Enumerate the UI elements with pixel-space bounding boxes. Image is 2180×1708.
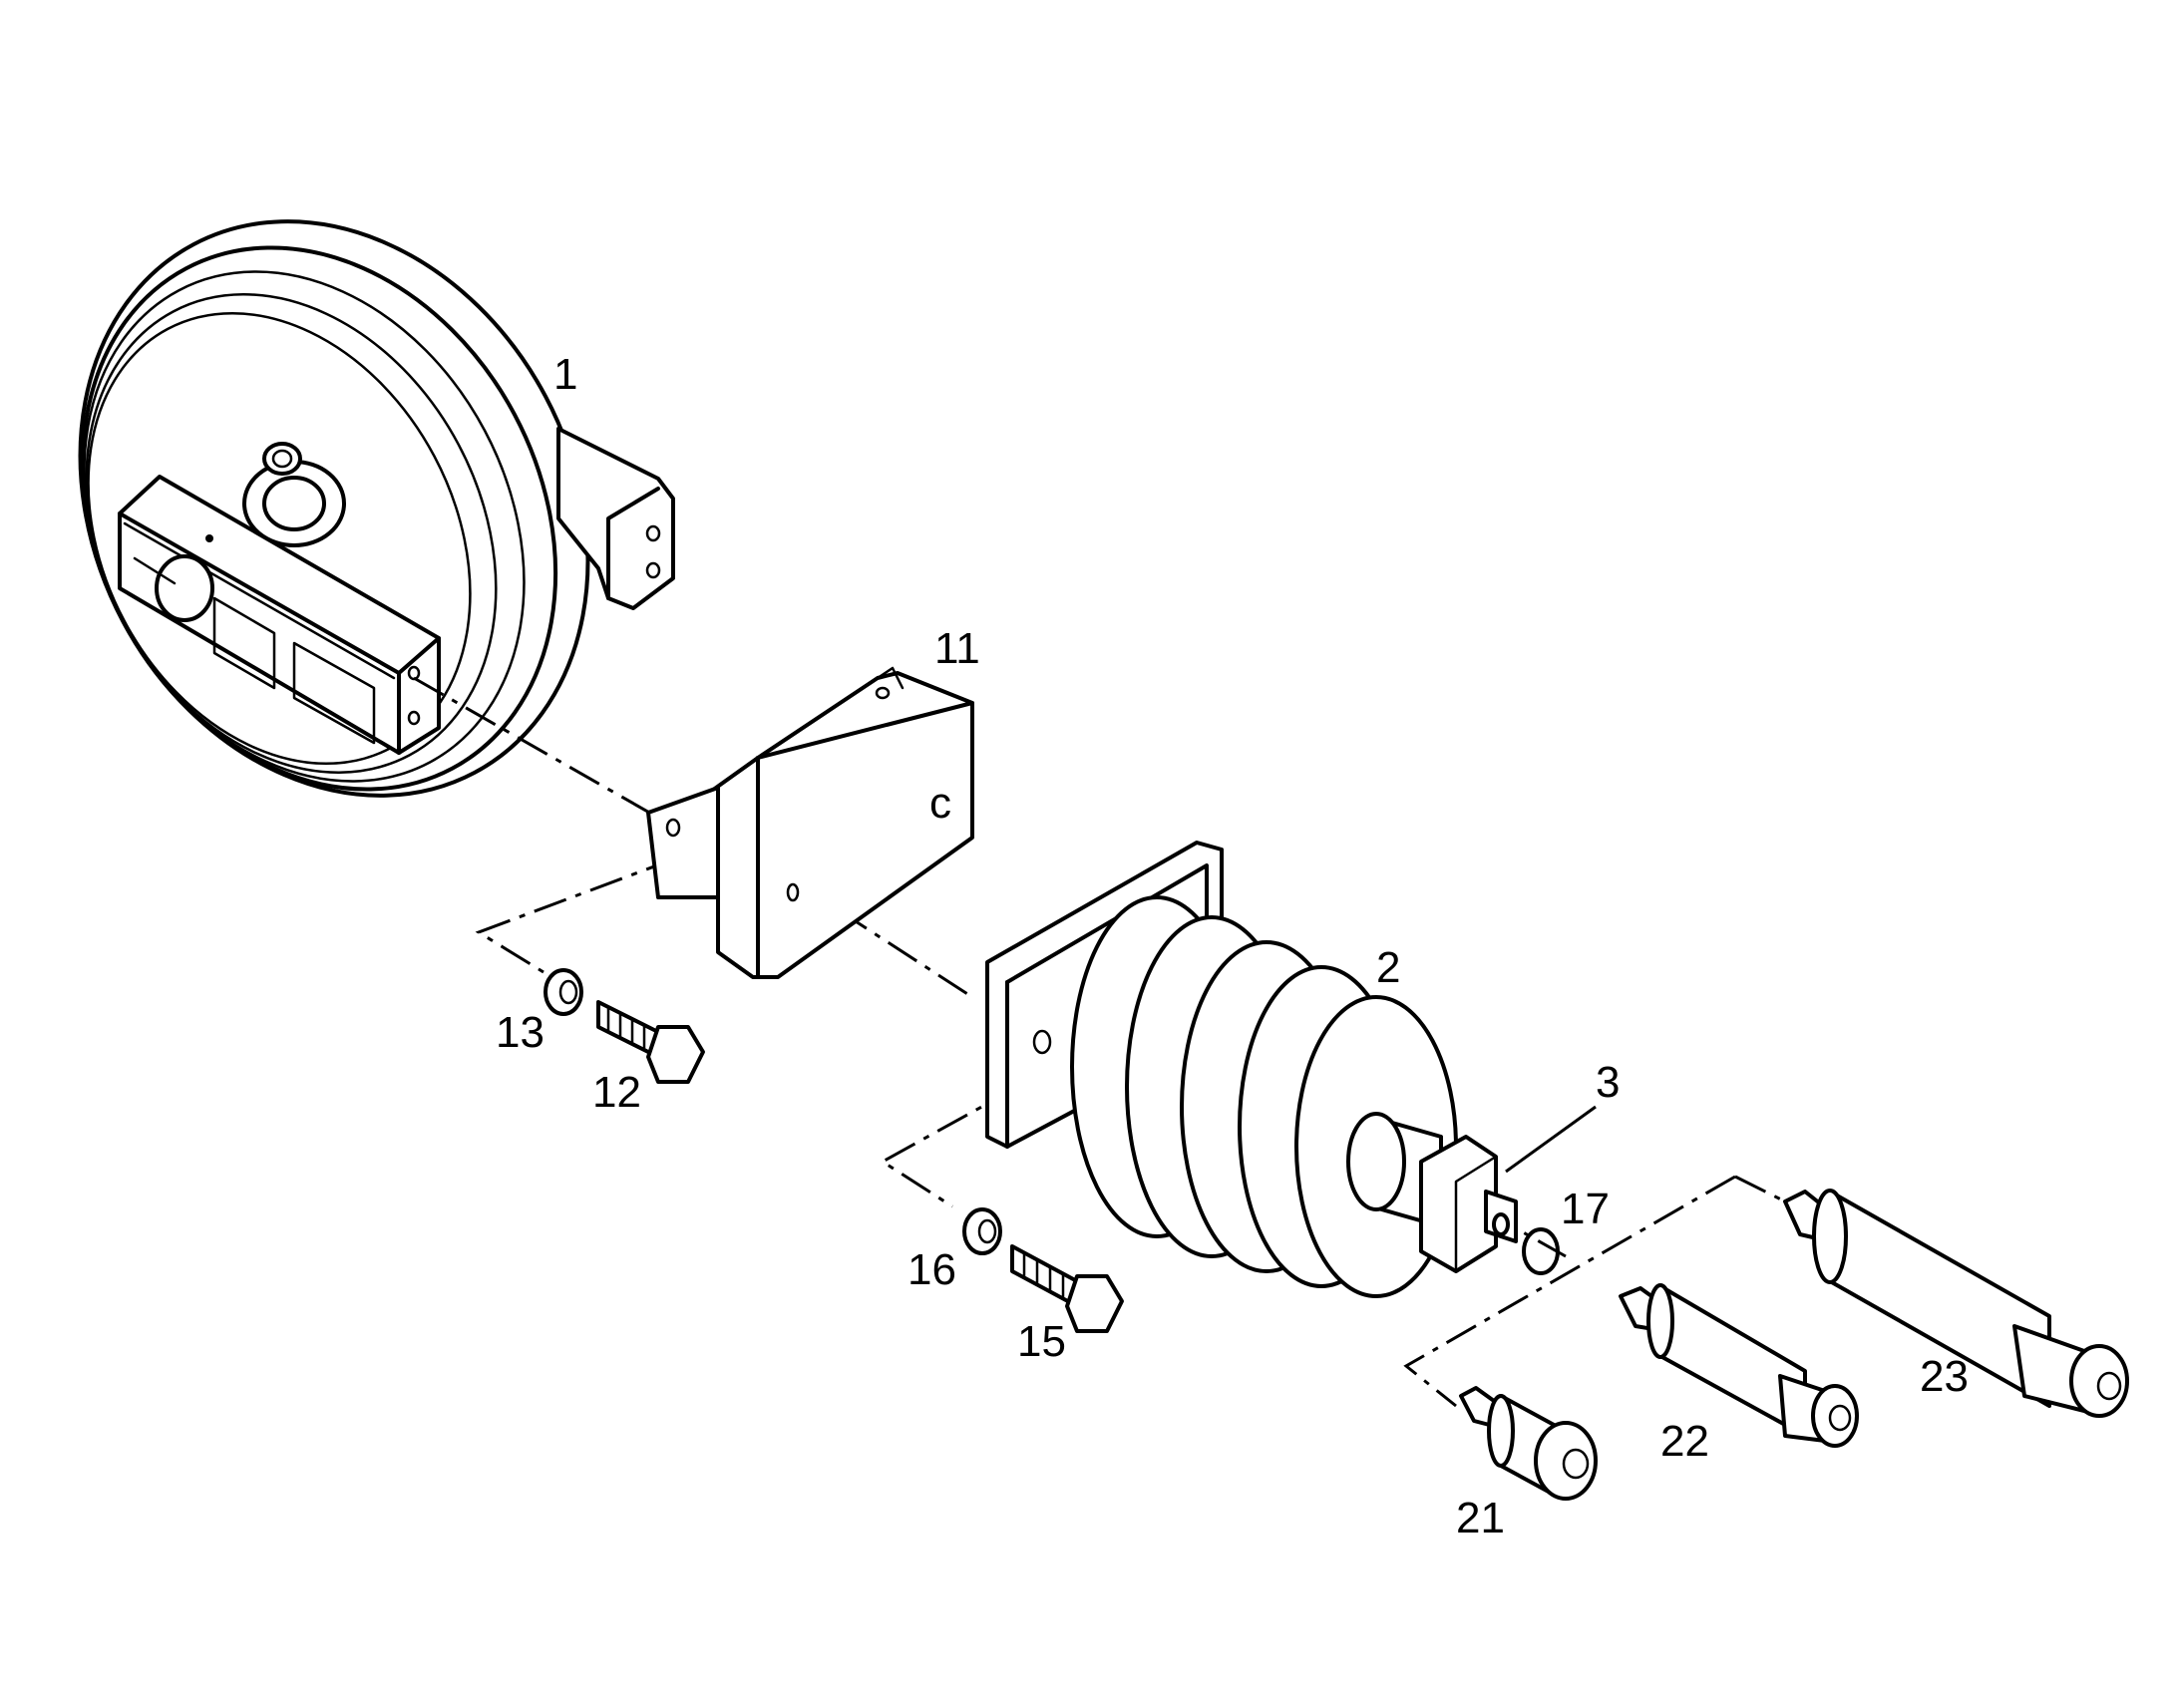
centerline-11-2 (787, 875, 973, 999)
centerline-23 (1734, 1175, 1786, 1203)
label-2: 2 (1376, 943, 1400, 992)
recoil-spring-part-2 (985, 841, 1518, 1298)
label-21: 21 (1456, 1494, 1505, 1542)
washer-part-16 (962, 1207, 1002, 1255)
label-3: 3 (1596, 1058, 1620, 1107)
fitting-part-21 (1459, 1386, 1598, 1501)
label-15: 15 (1017, 1317, 1066, 1366)
centerline-1-11 (413, 676, 659, 820)
bracket-mark: c (929, 779, 951, 828)
fitting-part-23 (1783, 1189, 2129, 1418)
bolt-part-15 (1010, 1244, 1124, 1333)
label-23: 23 (1920, 1352, 1969, 1401)
label-13: 13 (496, 1008, 545, 1057)
bracket-part-11: c (646, 666, 974, 979)
bolt-part-12 (596, 1000, 705, 1084)
centerline-bolt-12 (475, 855, 679, 974)
label-1: 1 (553, 350, 577, 399)
washer-part-13 (544, 968, 583, 1016)
label-22: 22 (1660, 1417, 1709, 1466)
label-11: 11 (934, 624, 980, 673)
leader-3 (1505, 1105, 1597, 1174)
centerline-fittings (1403, 1175, 1736, 1408)
o-ring-part-17 (1522, 1227, 1560, 1275)
label-12: 12 (592, 1068, 641, 1117)
label-16: 16 (908, 1245, 956, 1294)
label-17: 17 (1561, 1185, 1610, 1233)
fitting-part-22 (1619, 1283, 1859, 1448)
idler-wheel-part-1 (78, 219, 675, 798)
